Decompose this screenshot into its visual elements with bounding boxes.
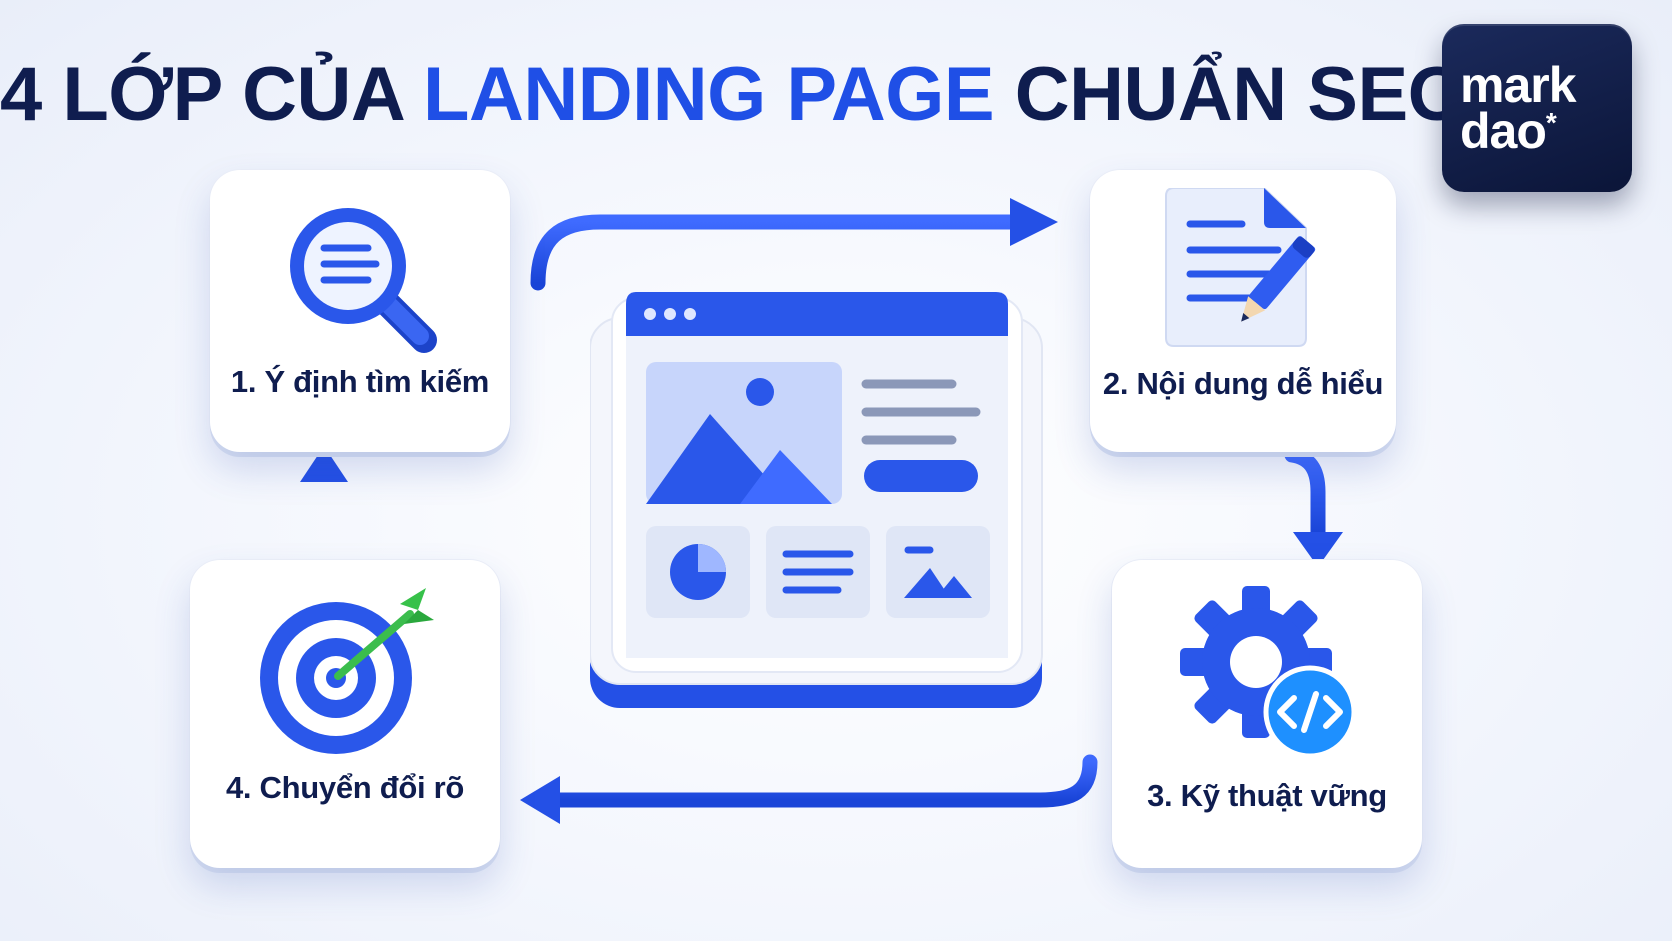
target-dart-icon	[260, 588, 434, 754]
arrow-step3-to-step4	[547, 754, 1098, 808]
logo-line-2: dao*	[1460, 106, 1620, 156]
arrow-step2-to-step3	[1284, 447, 1326, 540]
landing-page-wireframe-icon	[590, 292, 1043, 708]
magnifier-icon	[290, 208, 437, 353]
page-title: 4 LỚP CỦA LANDING PAGE CHUẨN SEO	[0, 50, 1467, 140]
step-label-4: 4. Chuyển đổi rõ	[225, 770, 465, 805]
arrowhead-right	[1010, 198, 1058, 246]
arrow-step1-to-step2	[530, 214, 1023, 291]
document-pencil-icon	[1165, 188, 1316, 347]
arrowhead-up	[300, 446, 348, 482]
logo-line-2-text: dao	[1460, 103, 1547, 159]
title-part-2: CHUẨN SEO	[994, 52, 1467, 137]
step-label-3: 3. Kỹ thuật vững	[1147, 778, 1387, 813]
title-highlight: LANDING PAGE	[423, 52, 995, 137]
logo-line-1: mark	[1460, 57, 1577, 113]
brand-logo: mark dao*	[1442, 24, 1632, 192]
step-label-1: 1. Ý định tìm kiếm	[230, 364, 490, 399]
step-card-4: 4. Chuyển đổi rõ	[190, 560, 500, 868]
arrowhead-left	[520, 776, 560, 824]
arrowhead-down	[1293, 532, 1343, 567]
step-card-1: 1. Ý định tìm kiếm	[210, 170, 510, 452]
gear-code-icon	[1180, 586, 1357, 759]
step-card-2: 2. Nội dung dễ hiểu	[1090, 170, 1396, 452]
step-card-3: 3. Kỹ thuật vững	[1112, 560, 1422, 868]
step-label-2: 2. Nội dung dễ hiểu	[1102, 366, 1384, 401]
title-part-1: 4 LỚP CỦA	[0, 52, 424, 137]
logo-asterisk: *	[1545, 107, 1557, 138]
